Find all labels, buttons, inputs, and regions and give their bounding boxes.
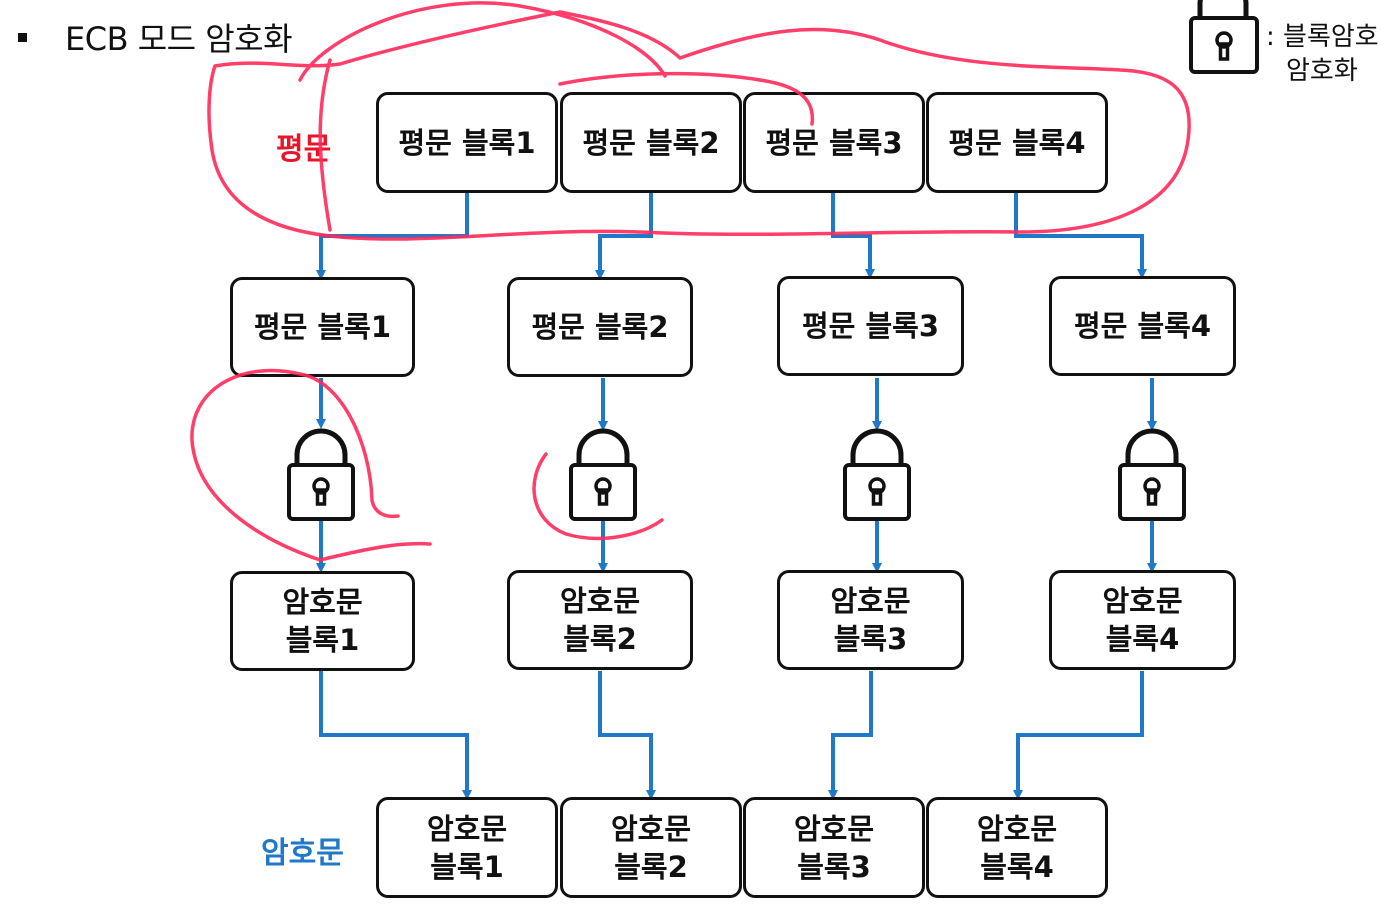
slide-heading: ECB 모드 암호화 [18, 14, 293, 60]
split-plaintext-block: 평문 블록3 [777, 276, 964, 376]
arrow-p3-split [831, 193, 875, 279]
annotation-scribble [558, 71, 815, 126]
cipher-block: 암호문 블록1 [230, 571, 415, 671]
annotation-scribble [318, 58, 332, 232]
block-line-1: 암호문 [559, 584, 641, 618]
ciphertext-block: 암호문 블록4 [926, 797, 1108, 898]
block-line-2: 블록2 [614, 849, 688, 884]
plaintext-block: 평문 블록2 [560, 92, 742, 193]
cipher-block: 암호문 블록4 [1049, 570, 1236, 670]
arrow-p1-split [316, 193, 469, 280]
legend-text: : 블록암호 암호화 [1266, 20, 1382, 88]
ciphertext-block: 암호문 블록2 [560, 797, 742, 898]
arrow-cipher1-row [319, 671, 472, 800]
block-line-1: 암호문 [1102, 584, 1183, 618]
padlock-icon [843, 428, 911, 521]
heading-text: ECB 모드 암호화 [65, 20, 293, 58]
plaintext-block: 평문 블록4 [926, 92, 1108, 193]
block-line-2: 블록2 [563, 622, 637, 656]
padlock-icon [287, 428, 355, 521]
block-line-2: 블록3 [797, 849, 871, 884]
split-plaintext-block: 평문 블록2 [507, 277, 693, 377]
block-label: 평문 블록4 [1074, 309, 1211, 343]
arrow-cipher3-row [828, 671, 873, 800]
arrow-p2-split [595, 193, 653, 280]
annotation-scribble [298, 1, 667, 82]
annotation-scribble [207, 10, 1191, 241]
block-line-1: 암호문 [426, 811, 508, 846]
bullet-icon [18, 32, 27, 42]
block-line-1: 암호문 [830, 584, 911, 618]
block-line-2: 블록4 [1105, 622, 1180, 656]
ciphertext-block: 암호문 블록1 [376, 797, 558, 898]
block-label: 평문 블록4 [948, 125, 1086, 160]
block-label: 평문 블록2 [531, 310, 669, 344]
plaintext-block: 평문 블록1 [376, 92, 558, 193]
legend-line-2: 암호화 [1286, 56, 1358, 86]
block-line-2: 블록3 [833, 622, 908, 656]
block-label: 평문 블록3 [802, 309, 939, 343]
block-label: 평문 블록1 [398, 125, 536, 160]
annotation-scribble [190, 368, 432, 562]
block-label: 평문 블록2 [582, 125, 720, 160]
block-label: 평문 블록1 [254, 310, 391, 344]
block-line-1: 암호문 [610, 811, 692, 846]
legend-line-1: : 블록암호 [1266, 22, 1379, 52]
block-line-2: 블록1 [430, 849, 504, 884]
arrow-p4-split [1014, 193, 1147, 279]
plaintext-block: 평문 블록3 [743, 92, 925, 193]
split-plaintext-block: 평문 블록1 [230, 277, 415, 377]
block-label: 평문 블록3 [765, 125, 903, 160]
ciphertext-block: 암호문 블록3 [743, 797, 925, 898]
cipher-block: 암호문 블록2 [507, 570, 693, 670]
split-plaintext-block: 평문 블록4 [1049, 276, 1236, 376]
arrow-cipher2-row [598, 671, 656, 800]
padlock-icon [1118, 428, 1186, 521]
block-line-2: 블록4 [980, 849, 1054, 884]
ciphertext-label: 암호문 [261, 836, 344, 871]
arrow-cipher4-row [1013, 671, 1144, 800]
block-line-2: 블록1 [285, 623, 360, 657]
block-line-1: 암호문 [793, 811, 875, 846]
annotation-scribble [532, 452, 664, 541]
block-line-1: 암호문 [976, 811, 1058, 846]
block-line-1: 암호문 [282, 585, 363, 619]
annotation-scribble [298, 372, 400, 519]
cipher-block: 암호문 블록3 [777, 570, 964, 670]
padlock-icon [569, 428, 637, 521]
